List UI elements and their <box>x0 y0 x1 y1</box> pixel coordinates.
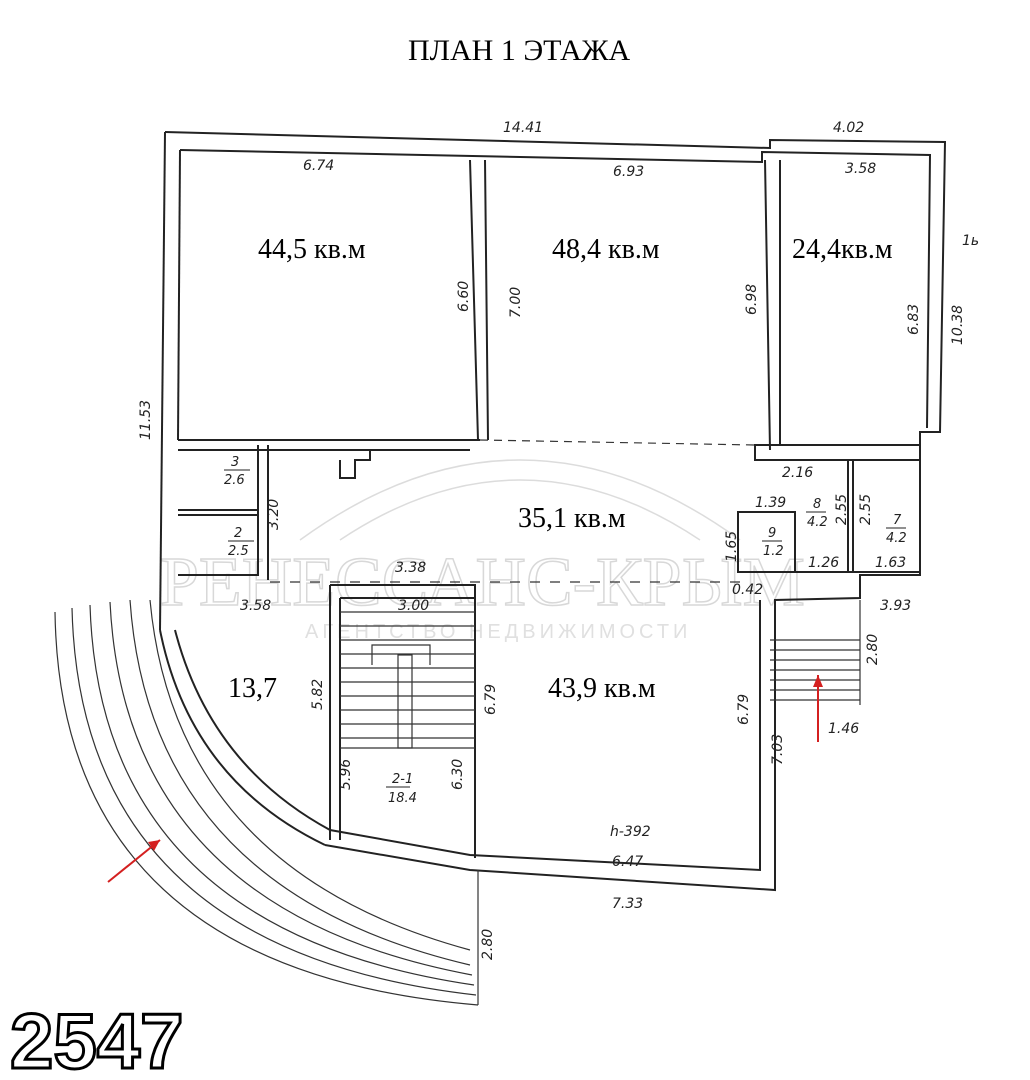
label-dimensions-r2_depth_right: 6.98 <box>744 284 760 315</box>
stair-steps <box>340 611 475 749</box>
label-rooms-room8-area: 4.2 <box>807 515 828 530</box>
label-dimensions-r1_width: 6.74 <box>303 158 334 174</box>
label-dimensions-height: h-392 <box>610 824 651 840</box>
entrance-arrows <box>107 675 823 883</box>
label-dimensions-d_280a: 2.80 <box>865 634 881 665</box>
label-dimensions-top_total: 14.41 <box>503 120 543 136</box>
label-dimensions-d_679b: 6.79 <box>736 694 752 725</box>
label-dimensions-left_total: 11.53 <box>138 400 154 440</box>
label-dimensions-d_679a: 6.79 <box>483 684 499 715</box>
label-dimensions-d_630: 6.30 <box>450 759 466 790</box>
label-dimensions-d_165: 1.65 <box>724 531 740 562</box>
label-dimensions-r2_width: 6.93 <box>613 164 644 180</box>
small-room-labels: 3 2.6 2 2.5 8 4.2 7 4.2 9 1.2 2-1 18.4 <box>224 455 907 806</box>
label-rooms-room9-num: 9 <box>768 526 776 541</box>
curved-steps <box>54 599 479 1006</box>
label-dimensions-d_255b: 2.55 <box>858 494 874 525</box>
label-dimensions-d_139: 1.39 <box>755 495 786 511</box>
label-dimensions-d_042: 0.42 <box>732 582 763 598</box>
label-dimensions-d_338: 3.38 <box>395 560 426 576</box>
label-dimensions-d_255a: 2.55 <box>834 494 850 525</box>
label-dimensions-right_total: 10.38 <box>950 305 966 345</box>
label-dimensions-d_163: 1.63 <box>875 555 906 571</box>
label-dimensions-d_126: 1.26 <box>808 555 839 571</box>
label-dimensions-d_596: 5.96 <box>338 759 354 790</box>
label-rooms-room3-num: 3 <box>231 455 239 470</box>
label-dimensions-d_300: 3.00 <box>398 598 429 614</box>
label-rooms-room8-num: 8 <box>813 497 821 512</box>
room-area-6: 13,7 <box>228 673 277 704</box>
listing-number-stamp: 2547 <box>10 997 184 1080</box>
label-rooms-stair-area: 18.4 <box>388 791 417 806</box>
dimension-labels: 14.41 4.02 6.74 6.93 3.58 6.60 7.00 6.98… <box>138 120 979 960</box>
label-dimensions-r2_depth_left: 7.00 <box>508 287 524 318</box>
label-dimensions-edge_mark: 1ь <box>962 233 979 249</box>
plan-title: ПЛАН 1 ЭТАЖА <box>408 34 631 67</box>
label-dimensions-d_582: 5.82 <box>310 679 326 710</box>
label-dimensions-d_703: 7.03 <box>770 734 786 765</box>
room-area-3: 24,4кв.м <box>792 234 893 265</box>
label-rooms-room7-area: 4.2 <box>886 531 907 546</box>
room-area-hall: 35,1 кв.м <box>518 503 626 534</box>
label-dimensions-top_right: 4.02 <box>833 120 864 136</box>
label-dimensions-r3_depth: 6.83 <box>906 304 922 335</box>
room-area-2: 48,4 кв.м <box>552 234 660 265</box>
label-dimensions-d_216: 2.16 <box>782 465 813 481</box>
watermark: РЕНЕССАНС-КРЫМ АГЕНТСТВО НЕДВИЖИМОСТИ <box>159 459 806 643</box>
label-rooms-room2-area: 2.5 <box>228 544 249 559</box>
label-dimensions-d_320: 3.20 <box>266 499 282 530</box>
label-dimensions-d_358: 3.58 <box>240 598 271 614</box>
label-dimensions-r3_width: 3.58 <box>845 161 876 177</box>
label-dimensions-d_733: 7.33 <box>612 896 643 912</box>
label-rooms-room2-num: 2 <box>234 526 242 541</box>
label-rooms-room3-area: 2.6 <box>224 473 245 488</box>
label-rooms-room7-num: 7 <box>893 513 902 528</box>
room-area-5: 43,9 кв.м <box>548 673 656 704</box>
label-rooms-room9-area: 1.2 <box>763 544 784 559</box>
label-dimensions-d_393: 3.93 <box>880 598 911 614</box>
label-dimensions-d_146: 1.46 <box>828 721 859 737</box>
label-rooms-stair-num: 2-1 <box>392 772 413 787</box>
walls <box>54 131 947 1006</box>
label-dimensions-r1_depth: 6.60 <box>456 281 472 312</box>
room-area-1: 44,5 кв.м <box>258 234 366 265</box>
label-dimensions-d_280b: 2.80 <box>480 929 496 960</box>
label-dimensions-d_647: 6.47 <box>612 854 643 870</box>
